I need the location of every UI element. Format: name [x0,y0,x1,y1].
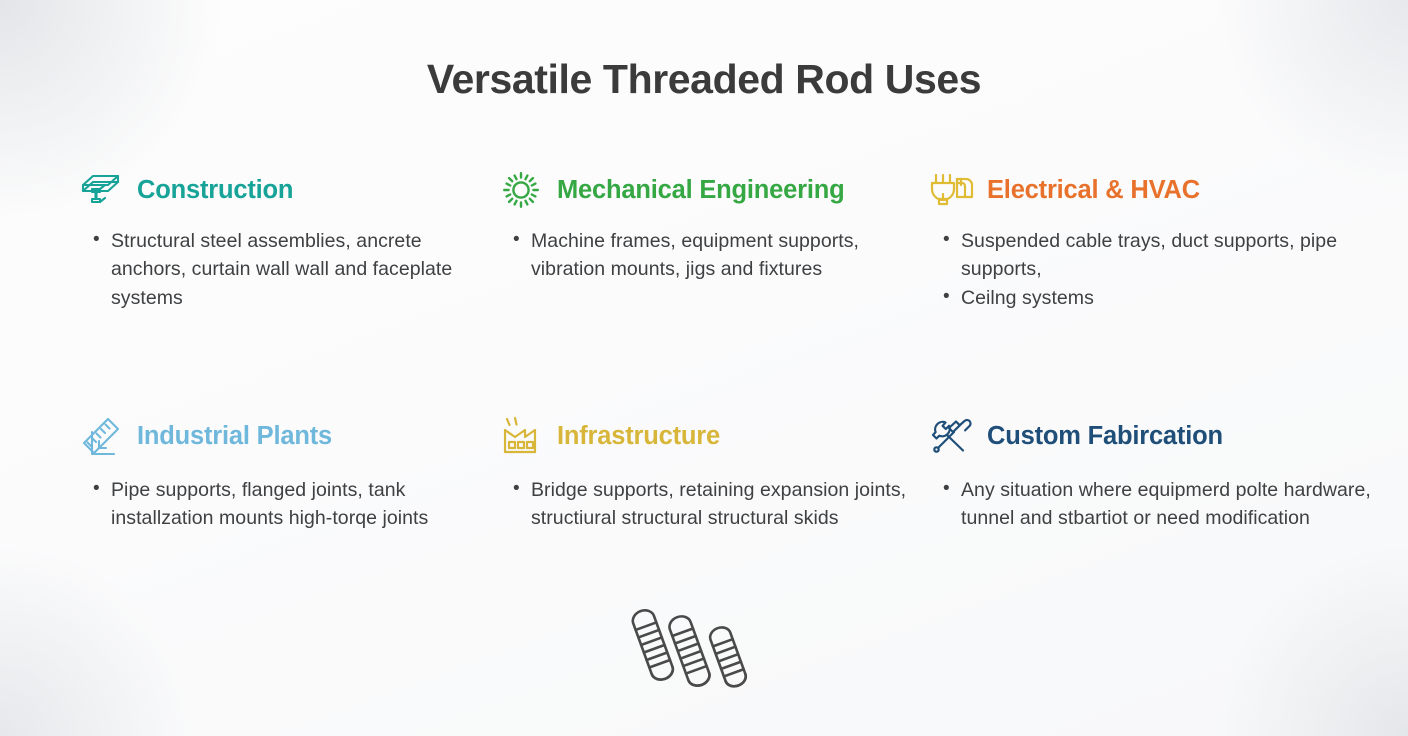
list-item: Machine frames, equipment supports, vibr… [513,226,912,284]
card-electrical-hvac: Electrical & HVAC Suspended cable trays,… [928,168,1390,414]
card-title: Mechanical Engineering [557,175,845,204]
list-item: Pipe supports, flanged joints, tank inst… [93,475,482,533]
list-item: Bridge supports, retaining expansion joi… [513,475,912,533]
card-title: Electrical & HVAC [987,175,1200,204]
card-construction: Construction Structural steel assemblies… [78,168,498,414]
plug-duct-icon [928,170,974,210]
threaded-rods-icon [615,608,775,708]
card-title: Construction [137,175,294,204]
card-bullets: Pipe supports, flanged joints, tank inst… [78,475,482,533]
card-mechanical-engineering: Mechanical Engineering Machine frames, e… [498,168,928,414]
list-item: Suspended cable trays, duct supports, pi… [943,226,1374,284]
card-bullets: Structural steel assemblies, ancrete anc… [78,226,482,312]
card-header: Mechanical Engineering [498,168,912,212]
card-title: Infrastructure [557,421,720,450]
card-infrastructure: Infrastructure Bridge supports, retainin… [498,414,928,533]
card-bullets: Bridge supports, retaining expansion joi… [498,475,912,533]
card-header: Electrical & HVAC [928,168,1374,212]
card-industrial-plants: Industrial Plants Pipe supports, flanged… [78,414,498,533]
card-header: Industrial Plants [78,414,482,458]
card-custom-fabrication: Custom Fabircation Any situation where e… [928,414,1390,533]
list-item: Ceilng systems [943,283,1374,312]
list-item: Any situation where equipmerd polte hard… [943,475,1374,533]
card-header: Custom Fabircation [928,414,1374,458]
card-bullets: Machine frames, equipment supports, vibr… [498,226,912,284]
steel-beam-icon [78,170,124,210]
card-header: Infrastructure [498,414,912,458]
cards-grid: Construction Structural steel assemblies… [78,168,1390,533]
card-bullets: Suspended cable trays, duct supports, pi… [928,226,1374,312]
wrench-hammer-icon [928,416,974,456]
list-item: Structural steel assemblies, ancrete anc… [93,226,482,312]
gear-icon [498,170,544,210]
ruler-square-icon [78,416,124,456]
factory-icon [498,416,544,456]
card-bullets: Any situation where equipmerd polte hard… [928,475,1374,533]
card-title: Custom Fabircation [987,421,1223,450]
page-title: Versatile Threaded Rod Uses [426,56,982,102]
card-header: Construction [78,168,482,212]
card-title: Industrial Plants [137,421,332,450]
